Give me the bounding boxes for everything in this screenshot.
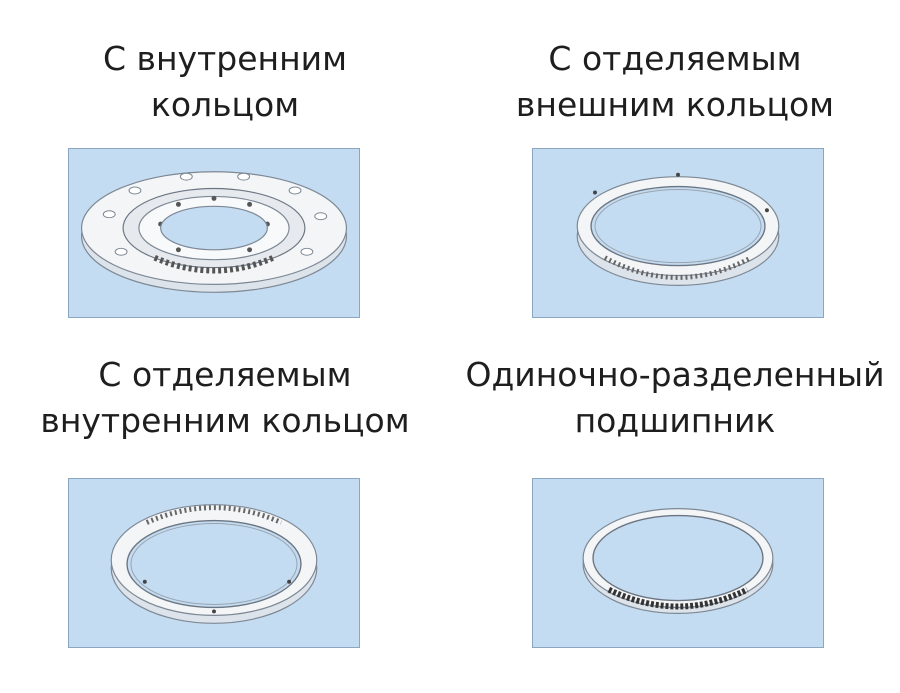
- bearing-image-panel: [532, 478, 824, 648]
- bearing-type-inner-ring: С внутренним кольцом: [0, 36, 450, 336]
- bearing-type-single-split: Одиночно-разделенный подшипник: [450, 352, 900, 672]
- caption-line-2: внутренним кольцом: [40, 401, 410, 440]
- bearing-image-panel: [68, 478, 360, 648]
- caption-line-2: кольцом: [150, 85, 300, 124]
- bearing-type-separable-outer-ring: С отделяемым внешним кольцом: [450, 36, 900, 336]
- bearing-type-separable-inner-ring: С отделяемым внутренним кольцом: [0, 352, 450, 672]
- bearing-image-panel: [532, 148, 824, 318]
- bearing-separable-inner-ring-icon: [110, 504, 318, 624]
- caption-line-1: С отделяемым: [98, 355, 352, 394]
- caption-line-1: С внутренним: [102, 39, 348, 78]
- bearing-with-inner-ring-icon: [80, 171, 348, 293]
- single-split-bearing-icon: [582, 508, 774, 614]
- caption-line-1: Одиночно-разделенный: [465, 355, 885, 394]
- caption-line-2: подшипник: [574, 401, 776, 440]
- caption-separable-outer-ring: С отделяемым внешним кольцом: [450, 36, 900, 128]
- caption-single-split: Одиночно-разделенный подшипник: [450, 352, 900, 444]
- caption-inner-ring: С внутренним кольцом: [0, 36, 450, 128]
- caption-separable-inner-ring: С отделяемым внутренним кольцом: [0, 352, 450, 444]
- caption-line-1: С отделяемым: [548, 39, 802, 78]
- caption-line-2: внешним кольцом: [515, 85, 835, 124]
- bearing-separable-outer-ring-icon: [576, 172, 780, 286]
- bearing-image-panel: [68, 148, 360, 318]
